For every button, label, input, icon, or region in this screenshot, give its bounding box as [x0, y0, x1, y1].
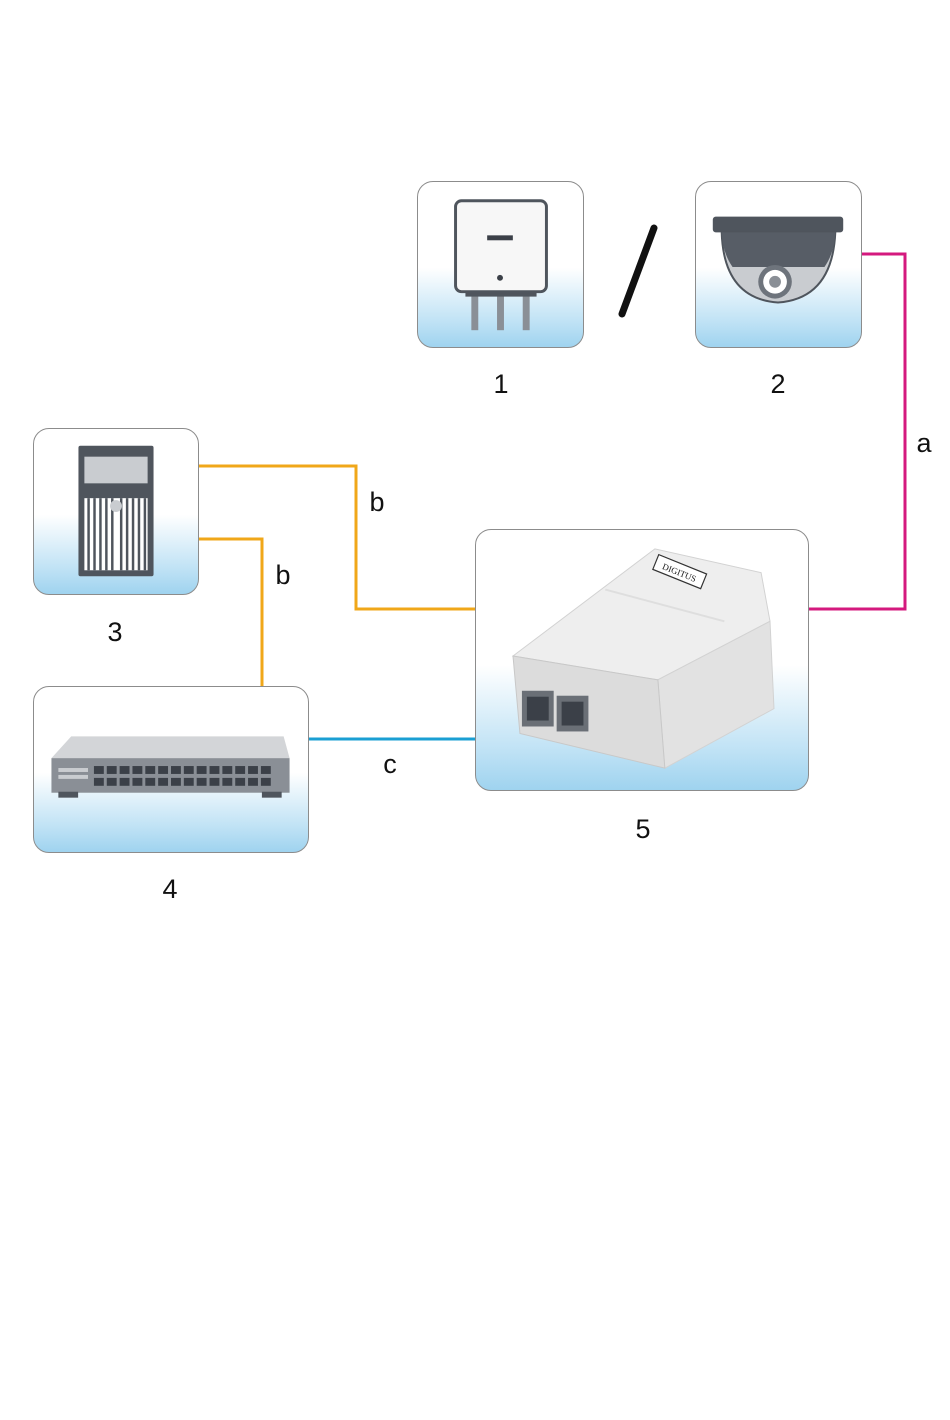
network-switch-icon — [34, 687, 308, 852]
device-card-2 — [695, 181, 862, 348]
access-point-icon — [418, 182, 583, 347]
server-tower-icon — [34, 429, 198, 594]
separator-slash — [622, 228, 654, 314]
device-card-3 — [33, 428, 199, 595]
device-number-4: 4 — [150, 874, 190, 905]
cable-b-server-to-switch — [199, 539, 262, 687]
cable-label-c: c — [370, 749, 410, 780]
device-number-2: 2 — [758, 369, 798, 400]
device-number-5: 5 — [623, 814, 663, 845]
device-number-3: 3 — [95, 617, 135, 648]
poe-injector-icon: DIGITUS — [476, 530, 808, 790]
cable-label-b-lower: b — [263, 560, 303, 591]
device-card-5: DIGITUS — [475, 529, 809, 791]
dome-camera-icon — [696, 182, 861, 347]
cable-label-b-upper: b — [357, 487, 397, 518]
cable-label-a: a — [904, 428, 944, 459]
device-number-1: 1 — [481, 369, 521, 400]
device-card-1 — [417, 181, 584, 348]
device-card-4 — [33, 686, 309, 853]
